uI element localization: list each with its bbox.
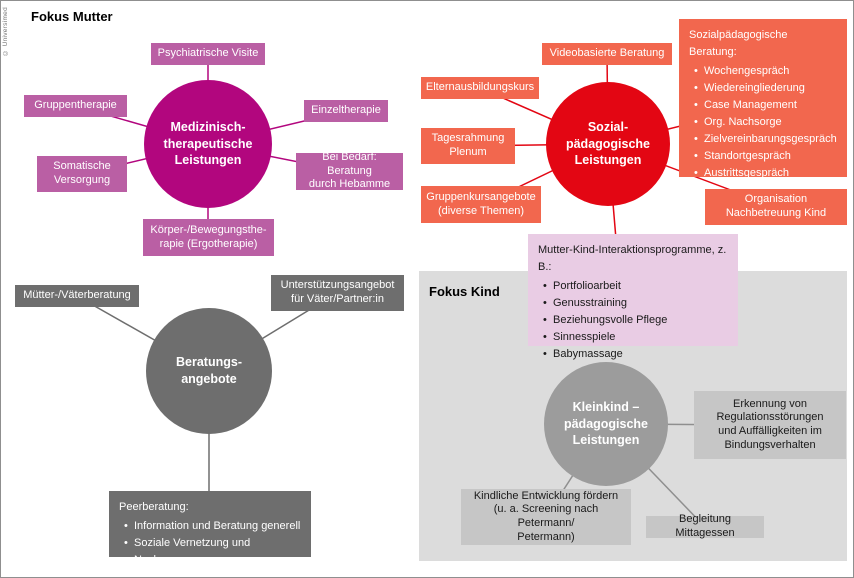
node-somatische-versorgung: Somatische Versorgung <box>37 156 127 192</box>
node-einzeltherapie: Einzeltherapie <box>304 100 388 122</box>
node-koerper-bewegungstherapie: Körper-/Bewegungsthe- rapie (Ergotherapi… <box>143 219 274 256</box>
bullet-list: Wochengespräch Wiedereingliederung Case … <box>689 63 837 182</box>
box-title: Sozialpädagogische Beratung: <box>689 29 788 59</box>
circle-medizinisch-therapeutische-leistungen: Medizinisch- therapeutische Leistungen <box>144 80 272 208</box>
bullet-list: Information und Beratung generell Sozial… <box>119 518 301 569</box>
node-unterstuetzungsangebot-vaeter: Unterstützungsangebot für Väter/Partner:… <box>271 275 404 311</box>
section-label-fokus-kind: Fokus Kind <box>429 284 500 299</box>
bullet-item: Zielvereinbarungsgespräch <box>694 131 837 148</box>
node-beratung-durch-hebamme: Bei Bedarf: Beratung durch Hebamme <box>296 151 403 190</box>
node-organisation-nachbetreuung-kind: Organisation Nachbetreuung Kind <box>705 189 847 225</box>
bullet-item: Portfolioarbeit <box>543 278 728 295</box>
node-muetter-vaeterberatung: Mütter-/Väterberatung <box>15 285 139 307</box>
node-psychiatrische-visite: Psychiatrische Visite <box>151 43 265 65</box>
box-title: Mutter-Kind-Interaktionsprogramme, z. B.… <box>538 244 727 274</box>
bullet-item: Austrittsgespräch <box>694 165 837 182</box>
bullet-item: Standortgespräch <box>694 148 837 165</box>
section-label-fokus-mutter: Fokus Mutter <box>31 9 113 24</box>
bullet-item: Soziale Vernetzung und Nachsorge <box>124 535 301 569</box>
box-mutter-kind-interaktionsprogramme: Mutter-Kind-Interaktionsprogramme, z. B.… <box>528 234 738 363</box>
bullet-item: Wiedereingliederung <box>694 80 837 97</box>
box-peerberatung: Peerberatung: Information und Beratung g… <box>109 491 311 566</box>
box-sozialpaedagogische-beratung: Sozialpädagogische Beratung: Wochengespr… <box>679 19 847 182</box>
bullet-item: Beziehungsvolle Pflege <box>543 312 728 329</box>
circle-sozialpaedagogische-leistungen: Sozial- pädagogische Leistungen <box>546 82 670 206</box>
bullet-item: Org. Nachsorge <box>694 114 837 131</box>
bullet-item: Genusstraining <box>543 295 728 312</box>
bullet-item: Babymassage <box>543 346 728 363</box>
node-videobasierte-beratung: Videobasierte Beratung <box>542 43 672 65</box>
node-kindliche-entwicklung-foerdern: Kindliche Entwicklung fördern (u. a. Scr… <box>461 489 631 545</box>
bullet-item: Case Management <box>694 97 837 114</box>
node-gruppenkursangebote: Gruppenkursangebote (diverse Themen) <box>421 186 541 223</box>
node-begleitung-mittagessen: Begleitung Mittagessen <box>646 513 764 539</box>
box-title: Peerberatung: <box>119 501 189 513</box>
node-elternausbildungskurs: Elternausbildungskurs <box>421 77 539 99</box>
node-gruppentherapie: Gruppentherapie <box>24 95 127 117</box>
circle-kleinkind-paedagogische-leistungen: Kleinkind – pädagogische Leistungen <box>544 362 668 486</box>
node-erkennung-regulationsstoerungen: Erkennung von Regulationsstörungen und A… <box>694 391 846 459</box>
bullet-item: Information und Beratung generell <box>124 518 301 535</box>
bullet-item: Sinnesspiele <box>543 329 728 346</box>
circle-beratungsangebote: Beratungs- angebote <box>146 308 272 434</box>
bullet-item: Wochengespräch <box>694 63 837 80</box>
node-tagesrahmung-plenum: Tagesrahmung Plenum <box>421 128 515 164</box>
bullet-list: Portfolioarbeit Genusstraining Beziehung… <box>538 278 728 363</box>
